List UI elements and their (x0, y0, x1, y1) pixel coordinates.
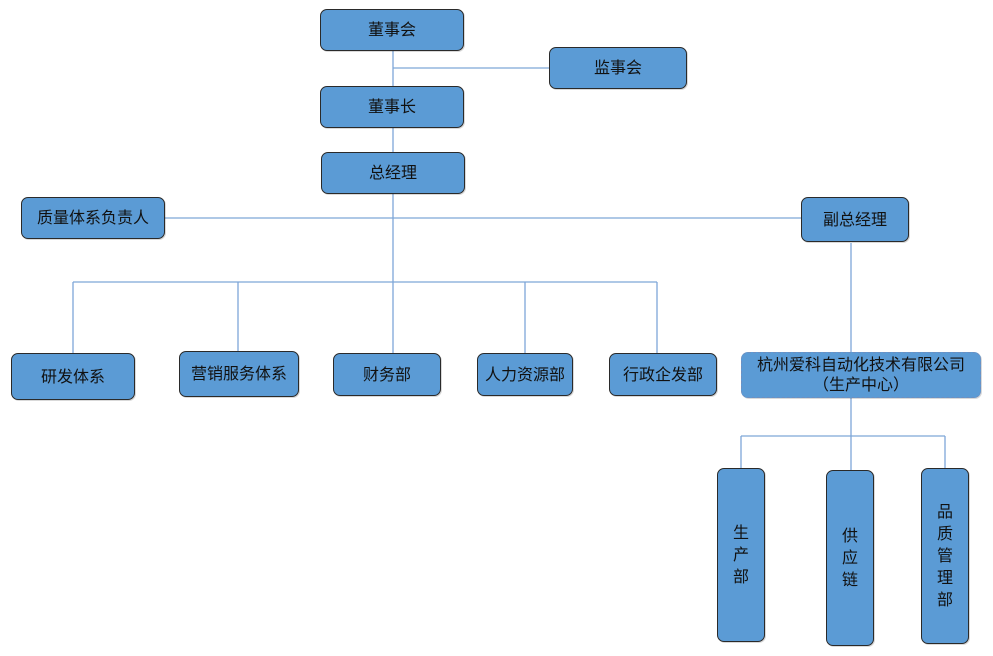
deputy-general-manager-box: 副总经理 (801, 197, 909, 242)
supply-chain-box: 供应链 (826, 470, 874, 646)
finance-dept-box: 财务部 (333, 353, 441, 396)
subsidiary-label: 杭州爱科自动化技术有限公司（生产中心） (756, 355, 965, 394)
production-dept-box: 生产部 (717, 468, 765, 642)
admin-dept-label: 行政企发部 (622, 364, 703, 384)
supervisory-board-box: 监事会 (549, 47, 687, 89)
subsidiary-box: 杭州爱科自动化技术有限公司（生产中心） (741, 352, 981, 398)
quality-system-head-label: 质量体系负责人 (36, 208, 149, 227)
board-of-directors-label: 董事会 (367, 20, 416, 39)
finance-dept-label: 财务部 (362, 364, 411, 384)
admin-dept-box: 行政企发部 (609, 353, 717, 396)
marketing-service-system-label: 营销服务体系 (190, 364, 287, 383)
supply-chain-label: 供应链 (842, 526, 859, 589)
chairman-label: 董事长 (367, 97, 416, 116)
general-manager-label: 总经理 (368, 163, 417, 182)
supervisory-board-label: 监事会 (593, 58, 642, 77)
production-dept-label: 生产部 (733, 523, 750, 586)
rd-system-label: 研发体系 (40, 366, 105, 386)
quality-system-head-box: 质量体系负责人 (21, 197, 165, 239)
hr-dept-box: 人力资源部 (477, 353, 573, 396)
board-of-directors-box: 董事会 (320, 9, 464, 51)
chairman-box: 董事长 (320, 86, 464, 128)
deputy-general-manager-label: 副总经理 (822, 209, 887, 229)
quality-mgmt-dept-box: 品质管理部 (921, 468, 969, 644)
general-manager-box: 总经理 (321, 152, 465, 194)
quality-mgmt-dept-label: 品质管理部 (937, 502, 954, 609)
marketing-service-system-box: 营销服务体系 (179, 351, 299, 397)
hr-dept-label: 人力资源部 (484, 364, 565, 384)
rd-system-box: 研发体系 (11, 353, 135, 400)
